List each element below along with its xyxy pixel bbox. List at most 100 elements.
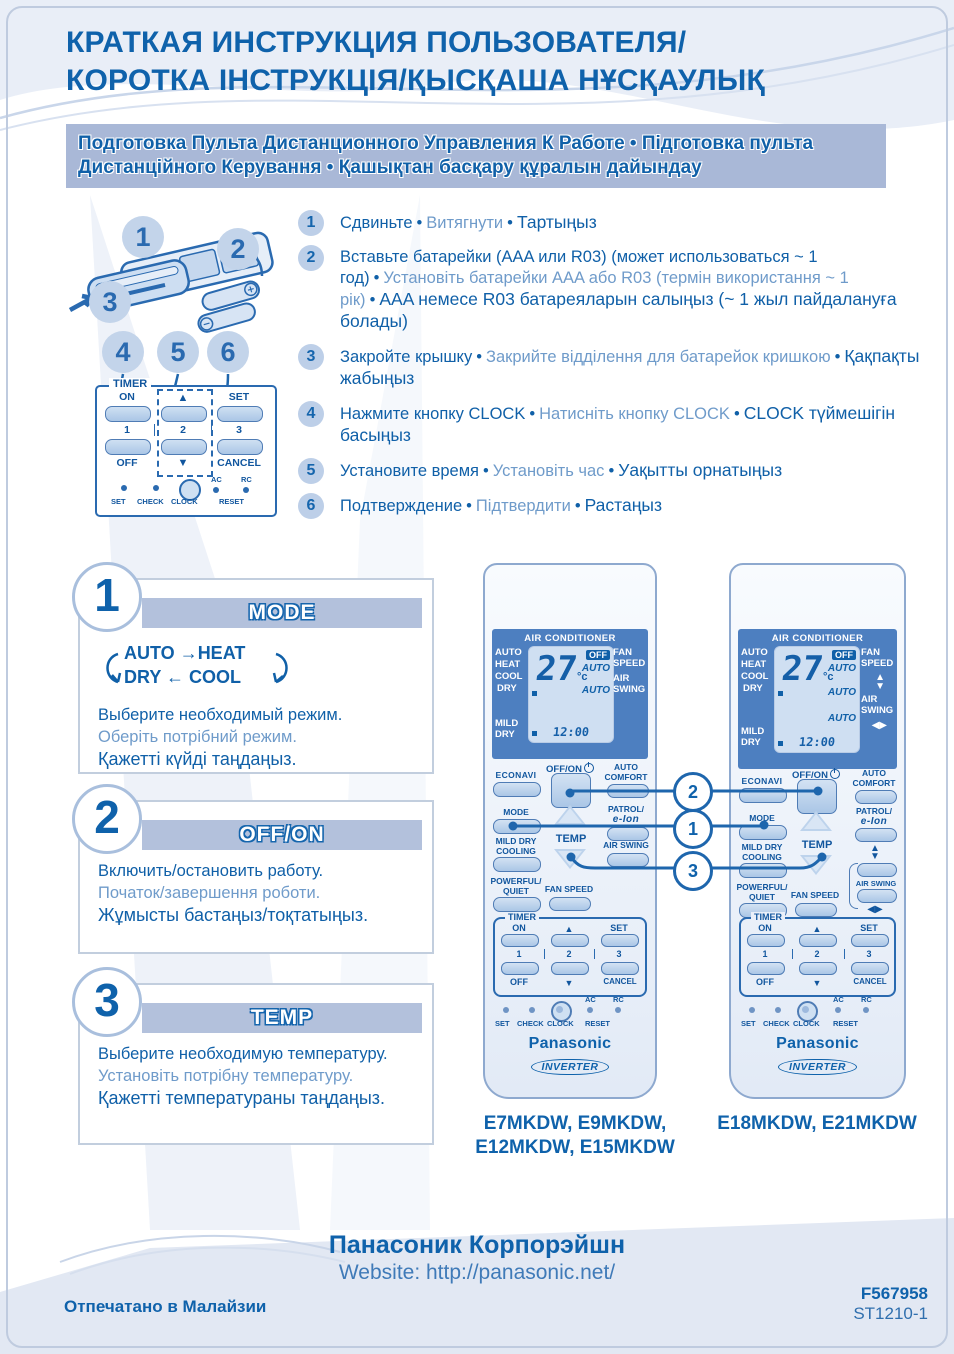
reset-label: RESET — [219, 497, 245, 506]
fan-speed-button — [549, 897, 591, 911]
timer-block: TIMER ON ▲ SET 1 2 3 OFF ▼ CANCEL — [493, 912, 647, 997]
panasonic-logo: Panasonic — [528, 1035, 612, 1052]
timer-off-button — [105, 439, 151, 455]
document-revision: ST1210-1 — [853, 1304, 928, 1323]
ac-dot — [587, 1007, 593, 1013]
section-number: 1 — [72, 562, 142, 632]
timer-label: TIMER — [109, 378, 152, 390]
num-3: 3 — [236, 424, 242, 436]
down-triangle-icon: ▼ — [177, 457, 189, 469]
lcd-screen: 27 °c OFF AUTO AUTO 12:00 — [528, 646, 614, 743]
set-dot — [121, 485, 127, 491]
service-buttons-row: AC RC SET CHECK CLOCK RESET — [741, 995, 872, 1028]
offon-label: OFF/ON — [541, 762, 599, 775]
air-conditioner-label: AIR CONDITIONER — [524, 633, 616, 644]
remote-callout-1: 1 — [673, 809, 713, 849]
check-label: CHECK — [137, 497, 164, 506]
temp-up-button — [554, 805, 586, 825]
printed-in: Отпечатано в Малайзии — [64, 1297, 267, 1316]
clock-label: CLOCK — [171, 497, 198, 506]
patrol-eion-label: PATROL/e-Ion — [855, 806, 893, 827]
timer-down-button — [161, 439, 207, 455]
swing-horizontal-icon: ◀▶ — [867, 904, 883, 915]
ac-dot — [835, 1007, 841, 1013]
section-header-mode: MODE — [142, 598, 422, 628]
timer-down-button — [799, 962, 837, 975]
rc-dot — [863, 1007, 869, 1013]
patrol-eion-label: PATROL/e-Ion — [607, 804, 645, 825]
power-icon — [583, 762, 594, 773]
service-buttons-row: AC RC SET CHECK CLOCK RESET — [495, 995, 624, 1028]
battery-insertion-illustration — [68, 231, 274, 333]
rc-label: RC — [241, 475, 252, 484]
swing-vertical-icon: ▲▼ — [870, 843, 880, 862]
mode-label: MODE — [503, 807, 529, 817]
timer-off-button — [747, 962, 785, 975]
section-card-mode: 1 MODE AUTO →HEAT DRY ← COOL Выберите не… — [72, 562, 434, 774]
air-conditioner-label: AIR CONDITIONER — [771, 633, 864, 644]
swing-vertical-icon: ▲▼ — [875, 672, 885, 692]
timer-off-button — [501, 962, 539, 975]
rc-dot — [243, 487, 249, 493]
fan-speed-label: FAN SPEED — [544, 884, 594, 894]
ac-label: AC — [211, 475, 222, 484]
lcd-time: 12:00 — [552, 725, 590, 739]
air-swing-up-down-button — [857, 863, 897, 877]
clock-button — [797, 1001, 818, 1022]
page-title: КРАТКАЯ ИНСТРУКЦИЯ ПОЛЬЗОВАТЕЛЯ/ КОРОТКА… — [66, 24, 765, 100]
website: Website: http://panasonic.net/ — [338, 1261, 616, 1284]
num-2: 2 — [180, 424, 186, 436]
caption-right-models: E18MKDW, E21MKDW — [717, 1113, 917, 1134]
fan-speed-label: FAN SPEED — [790, 890, 840, 900]
callout-3: 3 — [89, 281, 131, 323]
timer-up-button — [799, 934, 837, 947]
auto-comfort-button — [855, 790, 897, 804]
panasonic-logo: Panasonic — [776, 1035, 859, 1052]
lcd-off-badge: OFF — [832, 650, 856, 660]
timer-on-button — [501, 934, 539, 947]
timer-cancel-button — [851, 962, 889, 975]
set-dot — [749, 1007, 755, 1013]
air-swing-label: AIR SWING — [855, 879, 897, 888]
up-triangle-icon: ▲ — [177, 392, 189, 404]
lcd-time: 12:00 — [798, 735, 836, 749]
section-header-offon: OFF/ON — [142, 820, 422, 850]
lcd-temperature: 27 — [533, 649, 580, 689]
section-number: 2 — [72, 784, 142, 854]
timer-cancel-button — [217, 439, 263, 455]
timer-cancel-button — [601, 962, 639, 975]
powerful-quiet-button — [493, 897, 541, 912]
clock-button — [551, 1001, 572, 1022]
callout-5: 5 — [157, 331, 199, 373]
check-dot — [529, 1007, 535, 1013]
title-line-1: КРАТКАЯ ИНСТРУКЦИЯ ПОЛЬЗОВАТЕЛЯ/ — [66, 26, 687, 59]
offon-button — [797, 779, 837, 814]
timer-panel-closeup: TIMER ON ▲ SET 1 2 3 OFF ▼ CANCEL AC RC … — [95, 378, 277, 517]
econavi-label: ECONAVI — [495, 770, 537, 780]
patrol-button — [855, 828, 897, 842]
timer-on-button — [747, 934, 785, 947]
remote-callout-2: 2 — [673, 772, 713, 812]
timer-set-button — [851, 934, 889, 947]
lcd-off-badge: OFF — [586, 650, 610, 660]
set-label: SET — [228, 391, 250, 403]
mild-dry-cooling-button — [493, 857, 541, 872]
section-card-temp: 3 TEMP Выберите необходимую температуру.… — [72, 967, 434, 1145]
section-header-temp: TEMP — [142, 1003, 422, 1033]
on-label: ON — [119, 391, 135, 403]
off-label: OFF — [116, 457, 138, 469]
